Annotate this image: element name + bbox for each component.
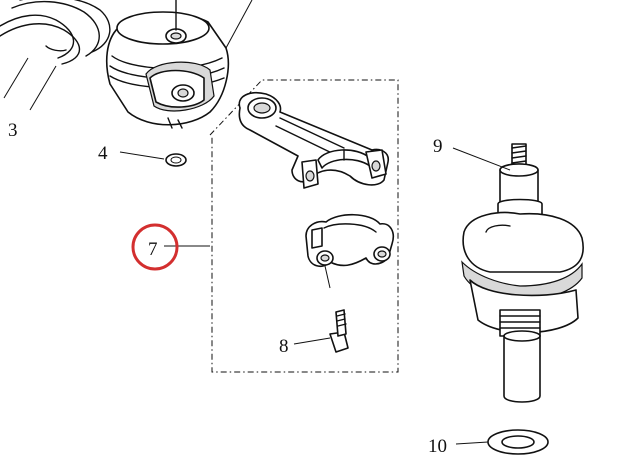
highlight-circle [131,223,179,271]
callout-8: 8 [279,336,289,357]
connecting-rod [238,92,390,189]
leader-line-ring-a [3,57,29,99]
crankshaft [461,143,584,403]
piston-rings [0,0,111,65]
callout-3: 3 [8,120,18,141]
leader-line-cap [324,265,331,289]
leader-line-4 [119,151,165,160]
crank-washer [487,429,549,455]
leader-line-9 [452,147,511,171]
leader-line-10 [455,441,489,445]
callout-9: 9 [433,136,443,157]
rod-cap [305,213,395,268]
callout-10: 10 [428,436,447,457]
leader-line-piston [225,0,253,49]
rod-bolt [329,309,349,353]
leader-line-ring-b [29,65,57,111]
callout-4: 4 [98,143,108,164]
callout-7: 7 [148,239,158,260]
piston [105,0,230,129]
assembly-frame [209,79,399,373]
piston-pin-clip [165,153,187,167]
leader-line-8 [293,337,331,345]
